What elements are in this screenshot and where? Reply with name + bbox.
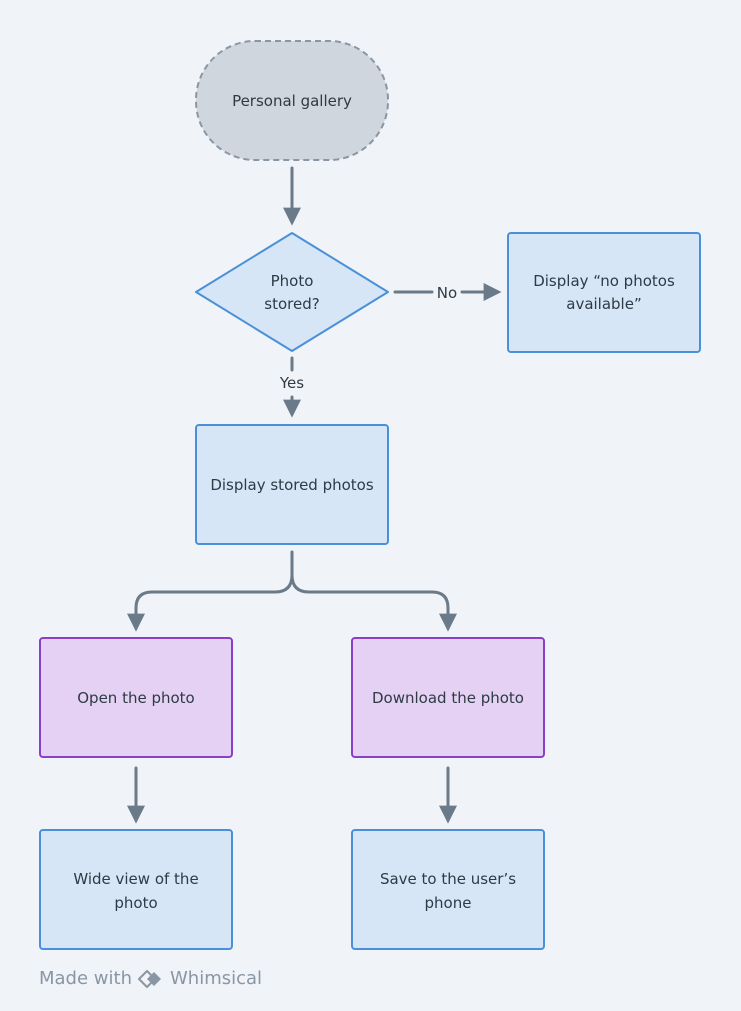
node-display-stored-photos-label: Display stored photos [210,476,374,494]
node-wide-view[interactable]: Wide view of the photo [39,829,233,950]
whimsical-logo-icon [137,969,161,988]
node-no-photos-available[interactable]: Display “no photos available” [507,232,701,353]
node-photo-stored-line2: stored? [264,295,319,313]
connectors [127,166,502,824]
whimsical-brand-text: Whimsical [169,968,263,989]
node-download-the-photo[interactable]: Download the photo [351,637,545,758]
node-save-to-phone[interactable]: Save to the user’s phone [351,829,545,950]
arrow-to-download-photo [290,573,457,632]
arrow-to-open-photo [127,550,294,632]
node-download-the-photo-label: Download the photo [372,689,524,707]
made-with-whimsical-footer[interactable]: Made with Whimsical [39,968,262,989]
node-no-photos-line2: available” [566,295,641,313]
node-save-to-phone-line2: phone [425,894,472,912]
edge-label-yes: Yes [279,374,304,392]
node-personal-gallery-label: Personal gallery [232,92,352,110]
node-photo-stored-decision[interactable]: Photo stored? [195,232,389,352]
made-with-text: Made with [39,968,132,989]
node-wide-view-line1: Wide view of the [73,870,198,888]
node-wide-view-line2: photo [114,894,157,912]
node-open-the-photo[interactable]: Open the photo [39,637,233,758]
node-save-to-phone-line1: Save to the user’s [380,870,516,888]
edge-label-no: No [437,284,457,302]
node-display-stored-photos[interactable]: Display stored photos [195,424,389,545]
node-open-the-photo-label: Open the photo [77,689,194,707]
node-photo-stored-line1: Photo [271,272,314,290]
node-no-photos-line1: Display “no photos [533,272,675,290]
node-personal-gallery[interactable]: Personal gallery [195,40,389,161]
